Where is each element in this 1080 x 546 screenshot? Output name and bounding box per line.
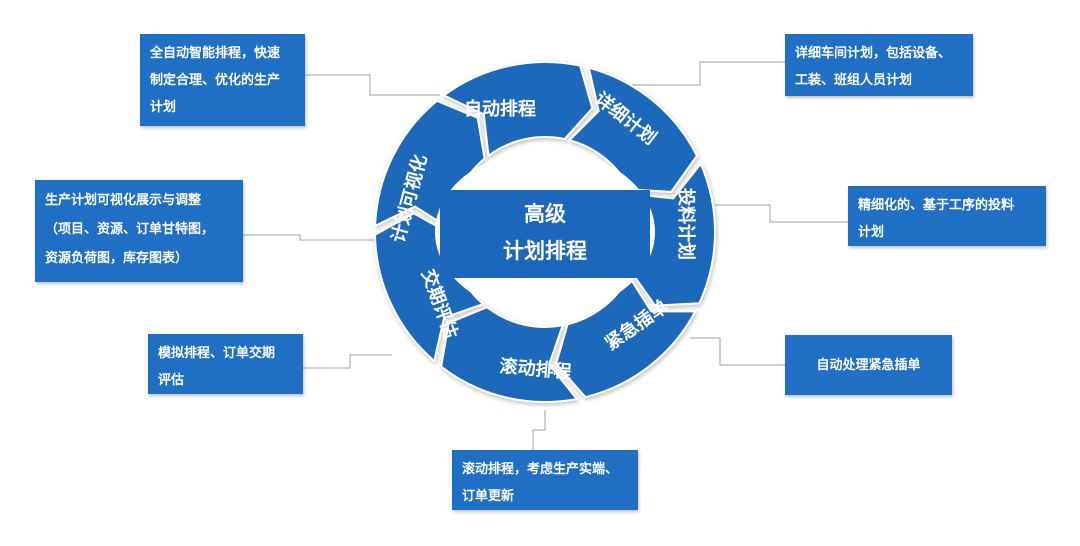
- connector-visual: [243, 234, 378, 241]
- segment-label-material: 投料计划: [675, 188, 697, 260]
- box-material-line-2: 计划: [858, 225, 885, 240]
- box-visualization: 生产计划可视化展示与调整 （项目、资源、订单甘特图， 资源负荷图，库存图表）: [35, 180, 243, 282]
- box-rolling-line-1: 滚动排程，考虑生产实端、: [462, 462, 619, 477]
- box-material-plan: 精细化的、基于工序的投料 计划: [848, 186, 1046, 246]
- box-auto-line-3: 计划: [150, 100, 177, 115]
- center-title-line2: 计划排程: [503, 239, 587, 263]
- connector-lines: [243, 61, 848, 450]
- box-detail-line-2: 工装、班组人员计划: [795, 73, 913, 88]
- box-visual-line-1: 生产计划可视化展示与调整: [45, 193, 202, 208]
- center-title-line1: 高级: [524, 202, 566, 226]
- center-band: [440, 190, 650, 278]
- connector-urgent: [690, 337, 785, 366]
- box-auto-scheduling: 全自动智能排程，快速 制定合理、优化的生产 计划: [140, 34, 305, 126]
- segment-auto: [441, 61, 594, 158]
- connector-delivery: [303, 354, 392, 369]
- box-rolling-scheduling: 滚动排程，考虑生产实端、 订单更新: [452, 450, 638, 510]
- box-detail-line-1: 详细车间计划，包括设备、: [795, 46, 952, 61]
- box-auto-line-2: 制定合理、优化的生产: [150, 73, 281, 88]
- box-delivery-evaluation: 模拟排程、订单交期 评估: [148, 334, 303, 394]
- center-hub: 高级 计划排程: [435, 150, 655, 314]
- connector-rolling: [532, 410, 546, 450]
- connector-auto: [305, 74, 440, 96]
- box-visual-line-2: （项目、资源、订单甘特图，: [45, 222, 215, 237]
- box-auto-line-1: 全自动智能排程，快速: [150, 46, 281, 61]
- box-detail-plan: 详细车间计划，包括设备、 工装、班组人员计划: [785, 34, 973, 96]
- box-rolling-line-2: 订单更新: [462, 489, 515, 504]
- box-delivery-line-2: 评估: [158, 373, 185, 388]
- segment-rolling: [440, 306, 579, 403]
- segment-detail: [567, 66, 699, 193]
- connector-material: [715, 204, 848, 223]
- box-urgent-order: 自动处理紧急插单: [785, 335, 952, 395]
- box-delivery-line-1: 模拟排程、订单交期: [158, 346, 276, 361]
- segment-label-auto: 自动排程: [464, 98, 536, 120]
- box-visual-line-3: 资源负荷图，库存图表）: [45, 251, 189, 266]
- connector-detail: [620, 61, 785, 86]
- box-material-line-1: 精细化的、基于工序的投料: [858, 198, 1015, 213]
- box-urgent-line-1: 自动处理紧急插单: [816, 357, 921, 373]
